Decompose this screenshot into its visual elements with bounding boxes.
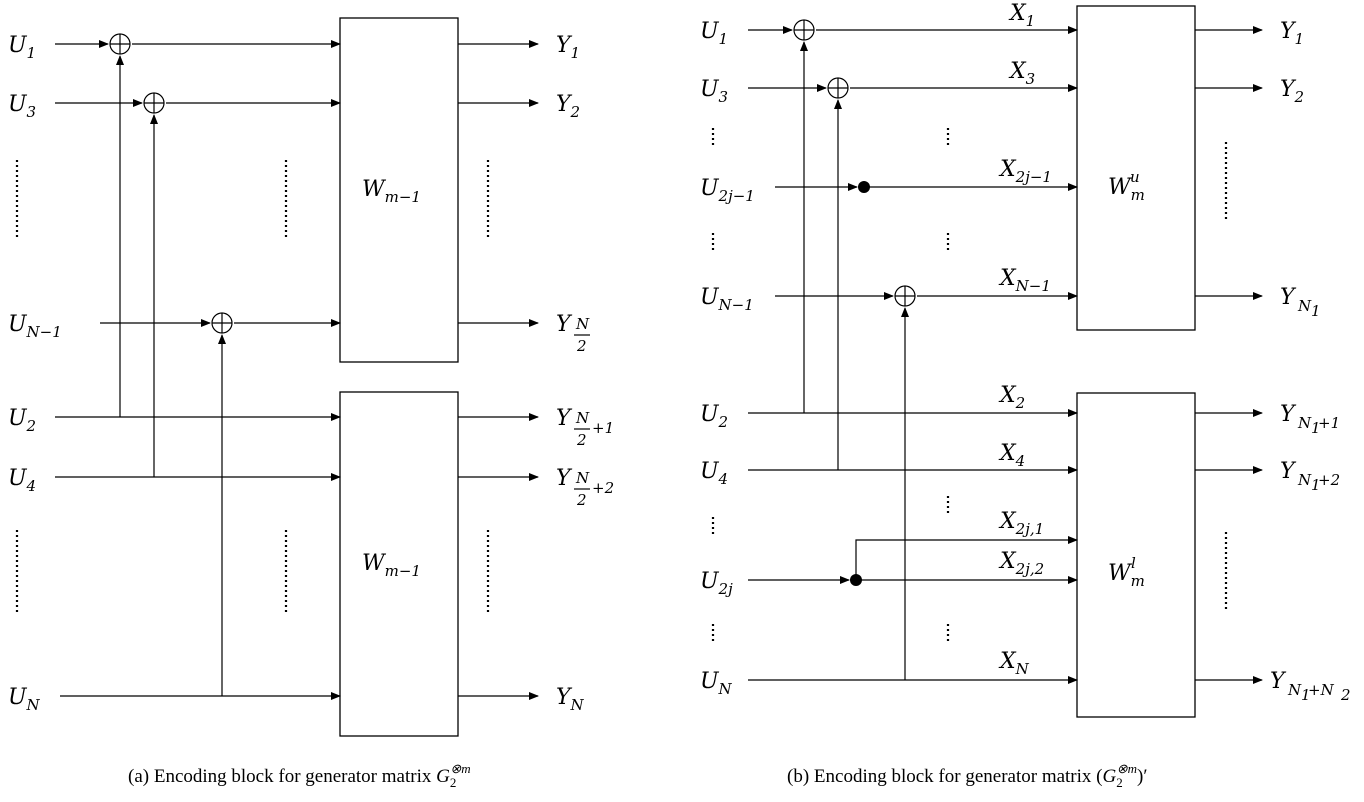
svg-text:Y: Y xyxy=(1280,285,1297,310)
label-b-yn1: Y N 1 xyxy=(1280,285,1321,320)
label-b-u2: U2 xyxy=(700,402,728,431)
svg-text:+2: +2 xyxy=(1318,471,1340,489)
svg-text:N: N xyxy=(1297,414,1312,432)
svg-text:2: 2 xyxy=(576,431,587,449)
svg-text:Y: Y xyxy=(556,406,573,431)
label-b-xn1: XN−1 xyxy=(998,266,1051,295)
svg-text:1: 1 xyxy=(1311,419,1321,437)
label-b-u1: U1 xyxy=(700,19,728,48)
svg-text:1: 1 xyxy=(1311,476,1321,494)
svg-text:2: 2 xyxy=(576,491,587,509)
label-a-box-lower: Wm−1 xyxy=(362,551,421,580)
label-b-un: UN xyxy=(700,669,733,698)
label-b-y2: Y2 xyxy=(1280,77,1304,106)
xor-b-3 xyxy=(894,285,916,307)
label-b-u3: U3 xyxy=(700,77,728,106)
box-a-upper xyxy=(339,17,459,363)
xor-a-2 xyxy=(143,92,165,114)
label-a-yn: YN xyxy=(556,685,585,714)
xor-b-1 xyxy=(793,19,815,41)
dot-b-1 xyxy=(858,181,870,193)
svg-text:Y: Y xyxy=(1280,402,1297,427)
label-b-u4: U4 xyxy=(700,459,728,488)
label-b-yn1p1: Y N 1 +1 xyxy=(1280,402,1340,437)
svg-text:Y: Y xyxy=(1280,459,1297,484)
svg-text:+1: +1 xyxy=(1318,414,1340,432)
label-b-xn: XN xyxy=(998,649,1030,678)
svg-text:Y: Y xyxy=(556,466,573,491)
box-b-lower xyxy=(1076,392,1196,718)
svg-text:N: N xyxy=(1287,681,1302,699)
xor-a-1 xyxy=(109,33,131,55)
svg-text:N: N xyxy=(575,409,590,427)
panel-b: U1 U3 U2j−1 UN−1 U2 U4 U2j UN X1 X3 X2j−… xyxy=(700,1,1351,790)
label-b-y1: Y1 xyxy=(1280,19,1304,48)
xor-b-2 xyxy=(827,77,849,99)
label-a-u1: U1 xyxy=(8,33,36,62)
svg-text:N: N xyxy=(1297,297,1312,315)
box-b-upper xyxy=(1076,5,1196,331)
svg-text:2: 2 xyxy=(1340,686,1351,704)
label-b-x2j1b: X2j,1 xyxy=(998,509,1044,538)
label-b-yn1n2: Y N 1 +N 2 xyxy=(1270,669,1351,704)
svg-text:l: l xyxy=(1131,554,1136,572)
caption-a: (a) Encoding block for generator matrix … xyxy=(128,761,471,790)
svg-text:1: 1 xyxy=(1301,686,1311,704)
label-b-x1: X1 xyxy=(1008,1,1035,30)
box-a-lower xyxy=(339,391,459,737)
svg-text:N: N xyxy=(1297,471,1312,489)
label-a-yn2p1: Y N 2 +1 xyxy=(556,406,614,449)
label-a-box-upper: Wm−1 xyxy=(362,177,421,206)
svg-text:1: 1 xyxy=(1311,302,1321,320)
xor-a-3 xyxy=(211,312,233,334)
label-a-y2: Y2 xyxy=(556,92,580,121)
label-b-box-lower: Wm l xyxy=(1108,554,1145,590)
label-a-un: UN xyxy=(8,685,41,714)
svg-text:Y: Y xyxy=(1270,669,1287,694)
svg-text:+2: +2 xyxy=(592,479,614,497)
label-b-box-upper: Wm u xyxy=(1108,168,1145,204)
svg-text:+N: +N xyxy=(1308,681,1335,699)
label-b-x2: X2 xyxy=(998,383,1025,412)
panel-a: U1 U3 UN−1 U2 U4 UN Wm−1 Wm−1 Y1 Y2 Y N … xyxy=(8,17,614,790)
label-b-un1: UN−1 xyxy=(700,285,754,314)
svg-text:Wm: Wm xyxy=(1108,175,1145,204)
label-b-x2j2: X2j,2 xyxy=(998,549,1044,578)
caption-b: (b) Encoding block for generator matrix … xyxy=(787,761,1148,790)
label-a-y1: Y1 xyxy=(556,33,580,62)
label-b-u2j: U2j xyxy=(700,569,733,598)
label-b-x4: X4 xyxy=(998,441,1025,470)
svg-text:u: u xyxy=(1130,168,1140,186)
svg-text:N: N xyxy=(575,469,590,487)
svg-text:+1: +1 xyxy=(592,419,614,437)
label-a-un1: UN−1 xyxy=(8,312,62,341)
svg-text:N: N xyxy=(575,315,590,333)
dot-b-2 xyxy=(850,574,862,586)
label-a-u4: U4 xyxy=(8,466,36,495)
label-b-u2j1: U2j−1 xyxy=(700,176,755,205)
label-a-u3: U3 xyxy=(8,92,36,121)
svg-text:2: 2 xyxy=(576,337,587,355)
label-b-x3: X3 xyxy=(1008,59,1035,88)
label-a-yn2: Y N 2 xyxy=(556,312,590,355)
label-a-yn2p2: Y N 2 +2 xyxy=(556,466,614,509)
svg-text:Wm: Wm xyxy=(1108,561,1145,590)
label-a-u2: U2 xyxy=(8,406,36,435)
label-b-yn1p2: Y N 1 +2 xyxy=(1280,459,1340,494)
svg-text:Y: Y xyxy=(556,312,573,337)
wire-b-u2j-branch xyxy=(855,536,1078,580)
label-b-x2j1: X2j−1 xyxy=(998,157,1052,186)
